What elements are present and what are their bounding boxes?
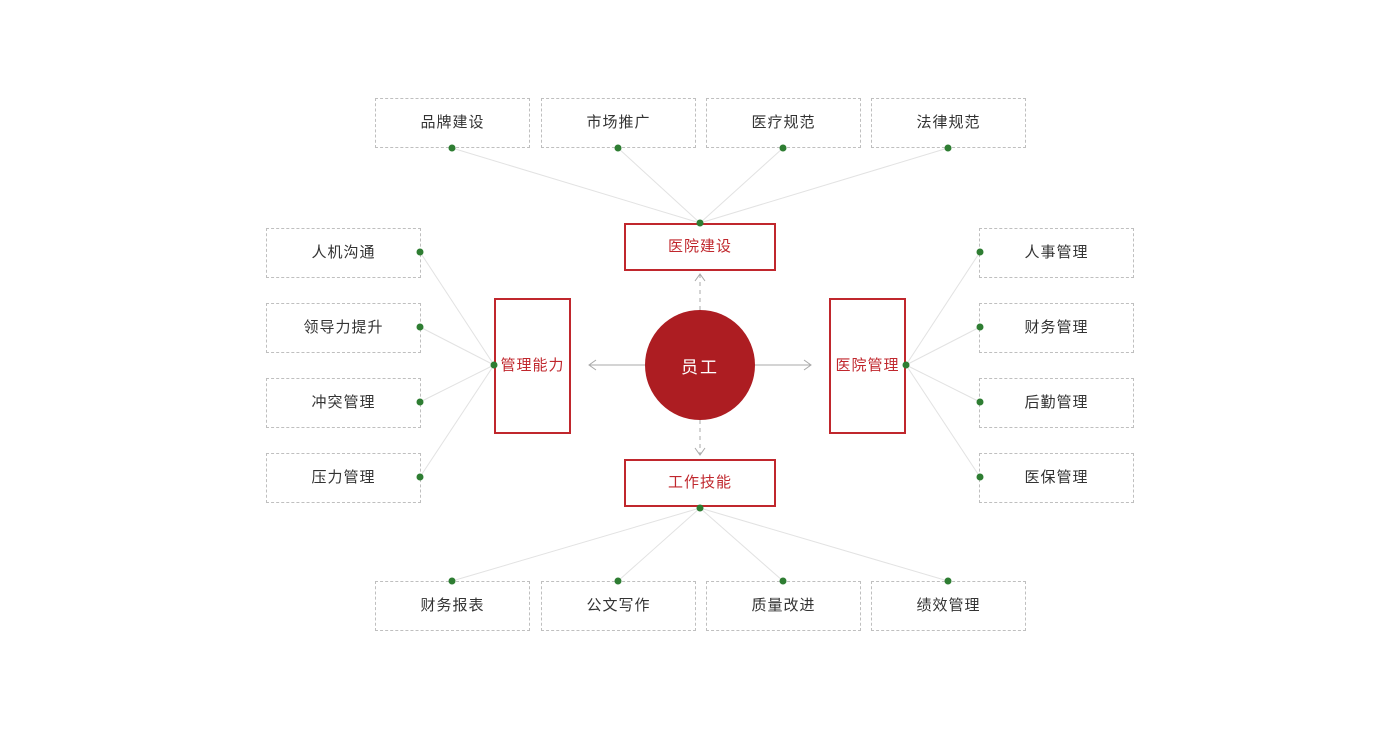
leaf-node-brand-building[interactable]: 品牌建设 [375, 98, 530, 148]
leaf-node-label: 财务管理 [1024, 319, 1089, 336]
leaf-node-market-promotion[interactable]: 市场推广 [541, 98, 696, 148]
leaf-node-label: 领导力提升 [303, 319, 384, 336]
leaf-node-label: 后勤管理 [1024, 394, 1089, 411]
leaf-node-leadership-improvement[interactable]: 领导力提升 [266, 303, 421, 353]
connector-dot [976, 473, 984, 481]
branch-node-label: 工作技能 [667, 474, 732, 491]
connector-dot [696, 504, 704, 512]
connector-dot [696, 219, 704, 227]
connector-dot [976, 248, 984, 256]
leaf-node-label: 冲突管理 [311, 394, 376, 411]
leaf-node-conflict-management[interactable]: 冲突管理 [266, 378, 421, 428]
connector-dot [944, 144, 952, 152]
leaf-node-legal-standards[interactable]: 法律规范 [871, 98, 1026, 148]
leaf-node-human-machine-communication[interactable]: 人机沟通 [266, 228, 421, 278]
branch-node-label: 管理能力 [500, 357, 565, 374]
leaf-node-performance-management[interactable]: 绩效管理 [871, 581, 1026, 631]
branch-node-management-ability[interactable]: 管理能力 [494, 298, 571, 434]
connector-dot [416, 473, 424, 481]
connector-dot [902, 361, 910, 369]
leaf-node-label: 品牌建设 [420, 114, 485, 131]
connector-dot [416, 248, 424, 256]
leaf-node-label: 医保管理 [1024, 469, 1089, 486]
connector-dot [614, 144, 622, 152]
leaf-node-personnel-management[interactable]: 人事管理 [979, 228, 1134, 278]
connector-dot [614, 577, 622, 585]
leaf-node-label: 财务报表 [420, 597, 485, 614]
leaf-node-financial-management[interactable]: 财务管理 [979, 303, 1134, 353]
connector-dot [416, 398, 424, 406]
branch-node-work-skills[interactable]: 工作技能 [624, 459, 776, 507]
branch-node-label: 医院建设 [667, 238, 732, 255]
leaf-node-label: 压力管理 [311, 469, 376, 486]
leaf-node-logistics-management[interactable]: 后勤管理 [979, 378, 1134, 428]
connector-dot [976, 398, 984, 406]
connector-dot [416, 323, 424, 331]
leaf-node-quality-improvement[interactable]: 质量改进 [706, 581, 861, 631]
leaf-node-label: 市场推广 [586, 114, 651, 131]
connector-dot [448, 577, 456, 585]
leaf-node-medical-standards[interactable]: 医疗规范 [706, 98, 861, 148]
leaf-node-label: 法律规范 [916, 114, 981, 131]
leaf-node-official-document-writing[interactable]: 公文写作 [541, 581, 696, 631]
center-node-label: 员工 [681, 357, 719, 377]
branch-node-hospital-construction[interactable]: 医院建设 [624, 223, 776, 271]
leaf-node-label: 质量改进 [751, 597, 816, 614]
leaf-node-financial-statements[interactable]: 财务报表 [375, 581, 530, 631]
connector-dot [448, 144, 456, 152]
connector-dot [944, 577, 952, 585]
leaf-node-label: 公文写作 [586, 597, 651, 614]
leaf-node-label: 人事管理 [1024, 244, 1089, 261]
center-node-employee[interactable]: 员工 [645, 310, 755, 420]
connector-dot [779, 577, 787, 585]
connector-dot [490, 361, 498, 369]
connector-dot [779, 144, 787, 152]
leaf-node-label: 医疗规范 [751, 114, 816, 131]
branch-node-label: 医院管理 [835, 357, 900, 374]
branch-node-hospital-management[interactable]: 医院管理 [829, 298, 906, 434]
leaf-node-stress-management[interactable]: 压力管理 [266, 453, 421, 503]
connector-dot [976, 323, 984, 331]
leaf-node-label: 绩效管理 [916, 597, 981, 614]
leaf-node-medical-insurance-management[interactable]: 医保管理 [979, 453, 1134, 503]
leaf-node-label: 人机沟通 [311, 244, 376, 261]
